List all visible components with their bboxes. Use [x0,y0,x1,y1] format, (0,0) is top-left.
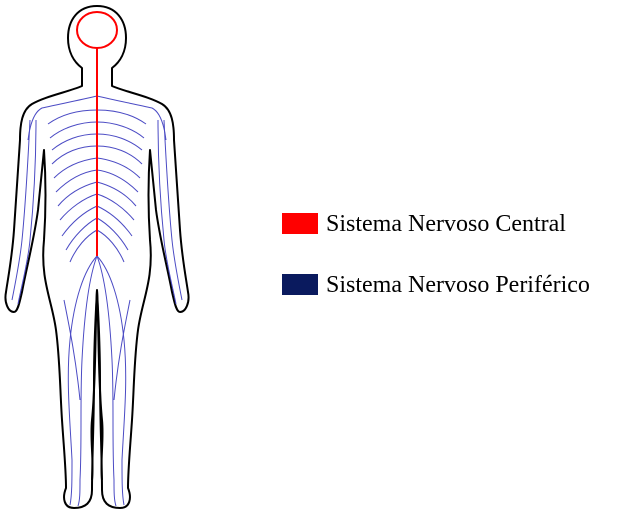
human-body-nervous-system-figure [0,0,200,514]
legend-swatch-central [282,213,318,234]
legend-label-peripheral: Sistema Nervoso Periférico [326,271,590,299]
legend-label-central: Sistema Nervoso Central [326,210,566,238]
legend-swatch-peripheral [282,274,318,295]
